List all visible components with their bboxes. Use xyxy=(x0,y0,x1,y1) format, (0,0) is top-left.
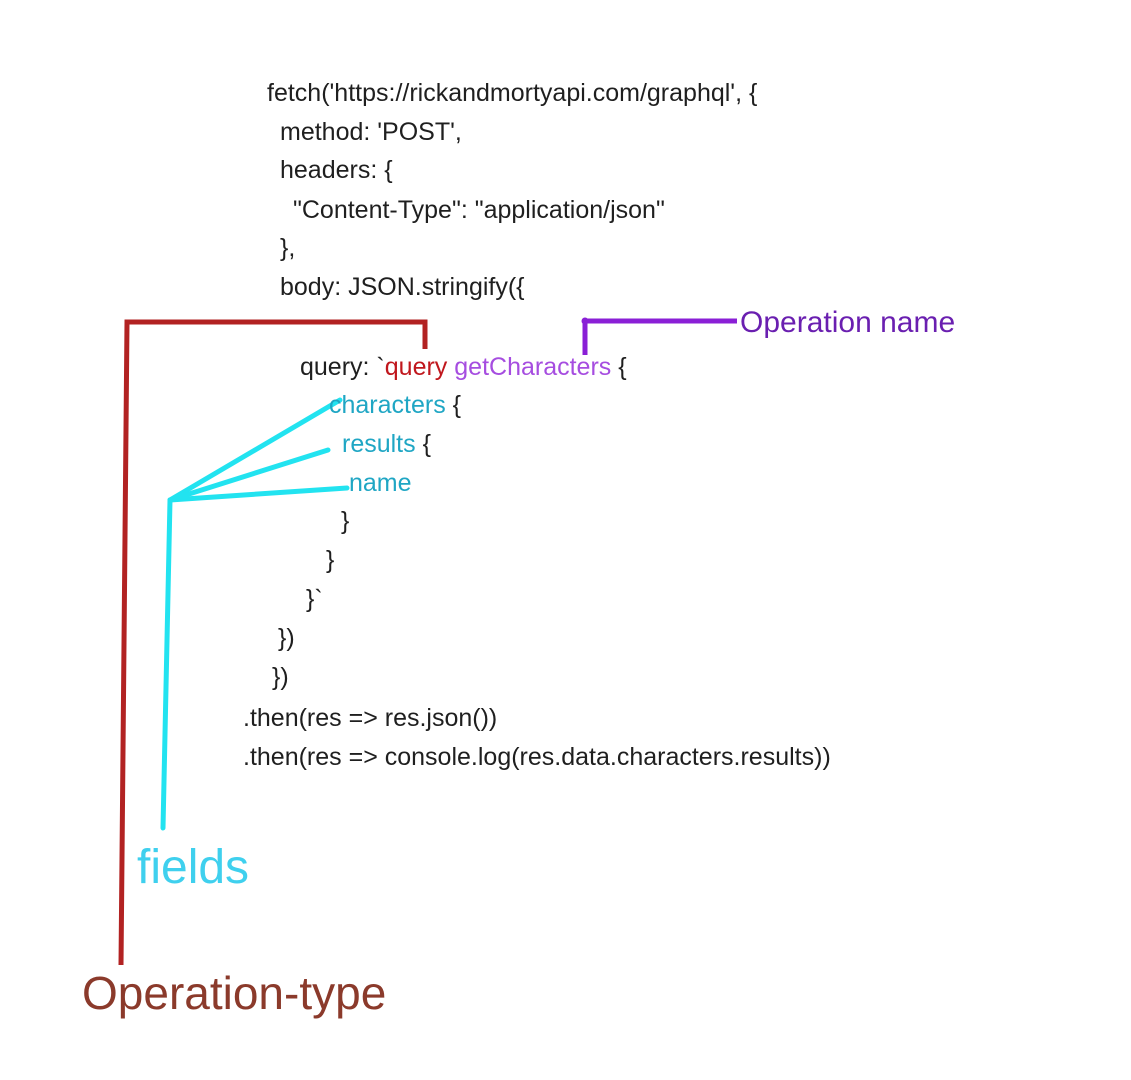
code-line-close-1: }) xyxy=(278,624,295,652)
fields-connector-characters xyxy=(167,397,343,503)
fields-connectors xyxy=(160,397,350,831)
fields-label: fields xyxy=(137,841,250,894)
code-line-headers: headers: { xyxy=(280,156,393,184)
operation-name-pointer-dot xyxy=(581,317,589,325)
field-name: name xyxy=(349,469,412,497)
code-line-query: query: `query getCharacters { xyxy=(300,352,627,382)
code-line-brace-3: }` xyxy=(306,585,323,613)
field-characters: characters xyxy=(329,391,446,419)
query-prefix: query: ` xyxy=(300,353,385,381)
operation-name-connector xyxy=(582,318,737,355)
fields-connector-results xyxy=(167,447,331,503)
code-line-content-type: "Content-Type": "application/json" xyxy=(293,196,665,224)
operation-type-bracket xyxy=(118,319,428,966)
fields-connector-name xyxy=(167,485,350,503)
code-line-body: body: JSON.stringify({ xyxy=(280,273,525,301)
code-line-brace-1: } xyxy=(341,507,350,535)
code-line-fetch: fetch('https://rickandmortyapi.com/graph… xyxy=(267,79,758,107)
operation-type-label: Operation-type xyxy=(82,967,387,1019)
code-line-headers-close: }, xyxy=(280,234,296,262)
code-line-then-json: .then(res => res.json()) xyxy=(243,704,498,732)
operation-name-keyword: getCharacters xyxy=(454,353,612,381)
operation-type-keyword: query xyxy=(384,353,448,381)
code-line-results: results { xyxy=(342,429,431,459)
code-line-brace-2: } xyxy=(326,546,335,574)
code-line-characters: characters { xyxy=(329,390,461,420)
brace-open: { xyxy=(445,391,462,419)
code-line-name: name xyxy=(349,468,412,498)
brace-open: { xyxy=(415,430,431,458)
code-line-method: method: 'POST', xyxy=(280,118,462,146)
code-line-then-log: .then(res => console.log(res.data.charac… xyxy=(243,743,831,771)
query-brace: { xyxy=(611,353,627,381)
code-line-close-2: }) xyxy=(272,663,289,691)
operation-name-label: Operation name xyxy=(740,306,956,339)
fields-connector-vertical xyxy=(160,497,173,831)
field-results: results xyxy=(342,430,416,458)
